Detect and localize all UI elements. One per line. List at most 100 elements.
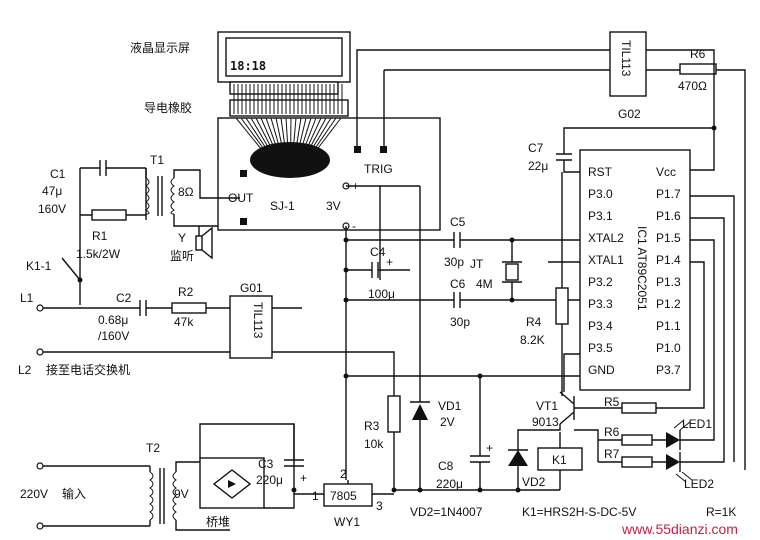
ic-pin-right: P1.3 bbox=[656, 275, 681, 289]
optocoupler-g01 bbox=[229, 295, 273, 359]
r3-name: R3 bbox=[364, 419, 380, 433]
r6-name: R6 bbox=[690, 47, 706, 61]
lcd-digits: 18:18 bbox=[230, 59, 266, 73]
ic-pin-left: GND bbox=[588, 363, 615, 377]
c4-plus: + bbox=[386, 255, 393, 269]
ic-pin-right: P1.0 bbox=[656, 341, 681, 355]
resistor-r5 bbox=[621, 402, 657, 414]
c1-voltage: 160V bbox=[38, 202, 66, 216]
resistor-r4 bbox=[555, 287, 569, 325]
c5-name: C5 bbox=[450, 215, 466, 229]
c3-name: C3 bbox=[258, 457, 274, 471]
t2-name: T2 bbox=[146, 441, 160, 455]
t1-value: 8Ω bbox=[178, 185, 194, 199]
g02-part: TIL113 bbox=[619, 40, 633, 77]
r1-name: R1 bbox=[92, 229, 108, 243]
sj1-blob bbox=[250, 142, 330, 178]
r6b-label: R6 bbox=[604, 425, 620, 439]
resistor-r2 bbox=[171, 302, 207, 314]
ic-pin-left: XTAL1 bbox=[588, 253, 624, 267]
ic1-at89c2051 bbox=[579, 149, 691, 391]
ic-pin-left: P3.0 bbox=[588, 187, 613, 201]
zener-vd1 bbox=[410, 401, 430, 420]
r-note: R=1K bbox=[706, 505, 736, 519]
resistor-r6 bbox=[621, 434, 653, 446]
c1-name: C1 bbox=[50, 167, 66, 181]
vt1-value: 9013 bbox=[532, 415, 559, 429]
g01-label: G01 bbox=[240, 281, 263, 295]
c6-name: C6 bbox=[450, 277, 466, 291]
vd1-value: 2V bbox=[440, 415, 455, 429]
r6-value: 470Ω bbox=[678, 79, 707, 93]
v3-label: 3V bbox=[326, 199, 341, 213]
c8-plus: + bbox=[486, 441, 493, 455]
led1-label: LED1 bbox=[682, 417, 712, 431]
lcd-connector bbox=[229, 81, 349, 117]
resistor-r3 bbox=[387, 395, 401, 433]
r5-label: R5 bbox=[604, 395, 620, 409]
c3-plus: + bbox=[300, 471, 307, 485]
bridge-label: 桥堆 bbox=[206, 515, 230, 529]
transformer-t1 bbox=[145, 168, 240, 227]
resistor-r1 bbox=[91, 209, 127, 221]
c2-name: C2 bbox=[116, 291, 132, 305]
input-label: 输入 bbox=[62, 486, 86, 501]
conductive-rubber-label: 导电橡胶 bbox=[144, 100, 192, 115]
vd2-note: VD2=1N4007 bbox=[410, 505, 483, 519]
r2-name: R2 bbox=[178, 285, 194, 299]
lcd-label: 液晶显示屏 bbox=[130, 40, 190, 55]
jt-name: JT bbox=[470, 257, 484, 271]
wy1-label: WY1 bbox=[334, 515, 360, 529]
reg-label: 7805 bbox=[330, 489, 357, 503]
k1-label: K1 bbox=[552, 453, 567, 467]
sj1-module bbox=[217, 117, 441, 231]
speaker-y bbox=[195, 226, 213, 260]
ic-pin-left: P3.4 bbox=[588, 319, 613, 333]
reg-pin3: 3 bbox=[376, 499, 383, 513]
c8-value: 220μ bbox=[436, 477, 463, 491]
vd2-label: VD2 bbox=[522, 475, 546, 489]
sj1-label: SJ-1 bbox=[270, 199, 295, 213]
t2-value: 9V bbox=[174, 487, 189, 501]
c4-name: C4 bbox=[370, 245, 386, 259]
c6-value: 30p bbox=[450, 315, 470, 329]
ic-pin-right: P1.6 bbox=[656, 209, 681, 223]
r2-value: 47k bbox=[174, 315, 194, 329]
c2-voltage: /160V bbox=[98, 329, 129, 343]
led2-label: LED2 bbox=[684, 477, 714, 491]
reg-pin2: 2 bbox=[340, 467, 347, 481]
y-desc: 监听 bbox=[170, 249, 194, 263]
ic-pin-right: P1.2 bbox=[656, 297, 681, 311]
ic1-label: IC1 AT89C2051 bbox=[635, 226, 649, 311]
vt1-name: VT1 bbox=[536, 399, 558, 413]
ic-pin-right: P1.7 bbox=[656, 187, 681, 201]
transformer-t2 bbox=[149, 461, 230, 531]
k1-note: K1=HRS2H-S-DC-5V bbox=[522, 505, 636, 519]
c7-name: C7 bbox=[528, 141, 544, 155]
l1-label: L1 bbox=[20, 291, 34, 305]
c3-value: 220μ bbox=[256, 473, 283, 487]
ic-pin-right: Vcc bbox=[656, 165, 676, 179]
r3-value: 10k bbox=[364, 437, 384, 451]
ic-pin-left: P3.2 bbox=[588, 275, 613, 289]
k11-label: K1-1 bbox=[26, 259, 52, 273]
ic-pin-left: P3.1 bbox=[588, 209, 613, 223]
c1-value: 47μ bbox=[42, 184, 62, 198]
r4-value: 8.2K bbox=[520, 333, 545, 347]
out-label: OUT bbox=[228, 191, 254, 205]
ic-pin-right: P1.5 bbox=[656, 231, 681, 245]
r7-label: R7 bbox=[604, 447, 620, 461]
reg-pin1: 1 bbox=[312, 489, 319, 503]
r1-value: 1.5k/2W bbox=[76, 247, 121, 261]
trig-label: TRIG bbox=[364, 162, 393, 176]
c5-value: 30p bbox=[444, 255, 464, 269]
ic-pin-right: P1.1 bbox=[656, 319, 681, 333]
watermark: www.55dianzi.com bbox=[621, 521, 738, 537]
led1 bbox=[652, 418, 715, 450]
crystal-jt bbox=[505, 263, 519, 281]
optocoupler-g02 bbox=[609, 31, 647, 97]
c8-name: C8 bbox=[438, 459, 454, 473]
ic-pin-left: RST bbox=[588, 165, 613, 179]
ic-pin-left: P3.5 bbox=[588, 341, 613, 355]
resistor-r6-top bbox=[679, 63, 717, 75]
